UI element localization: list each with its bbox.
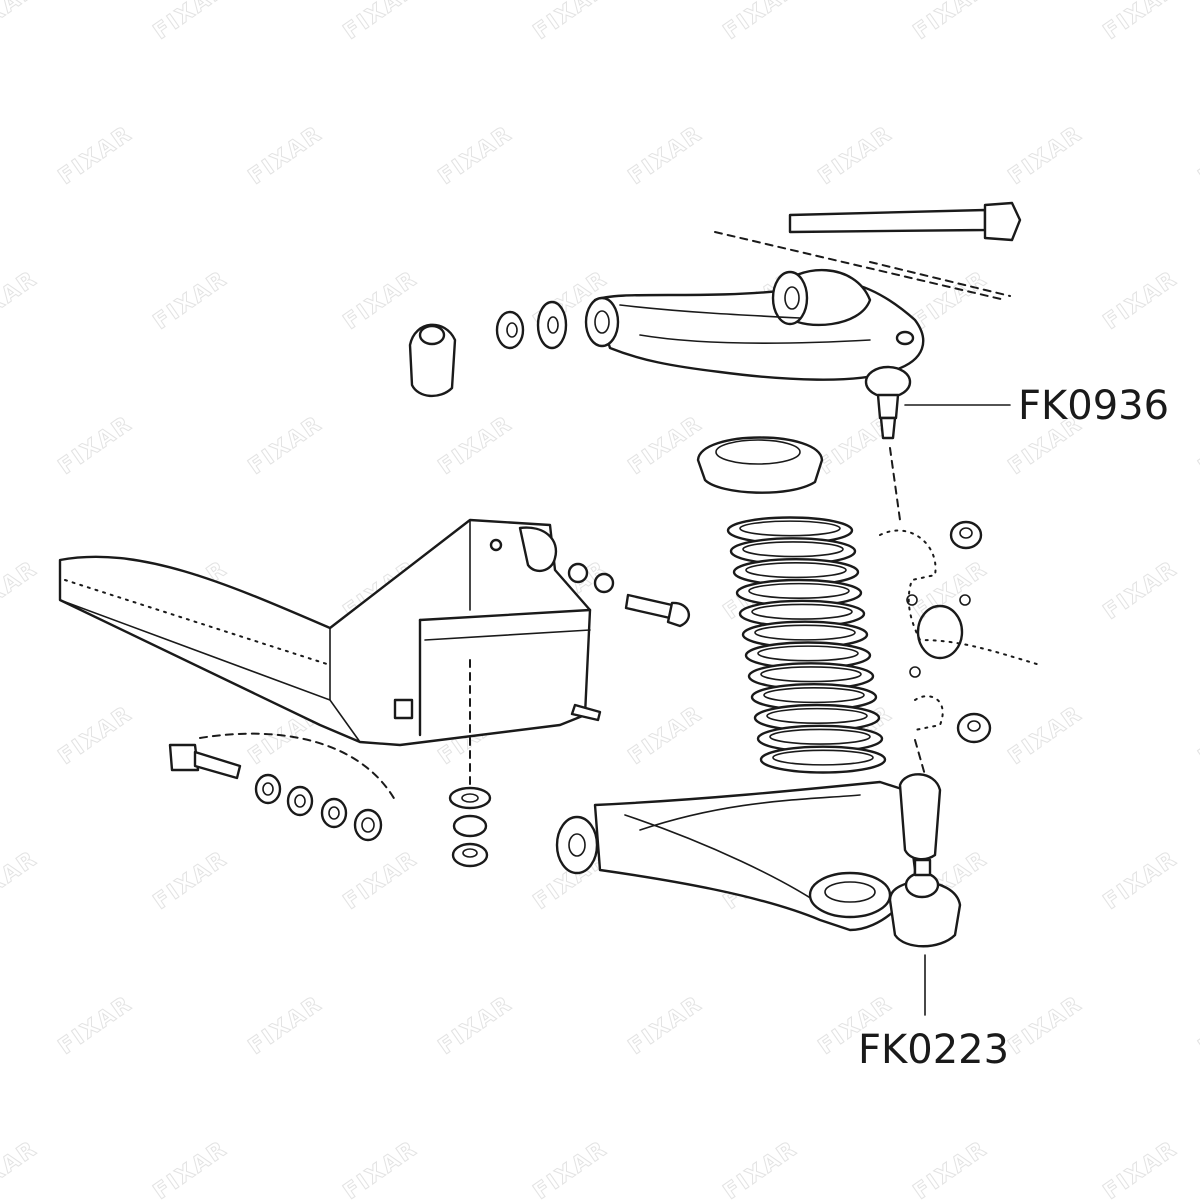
spring-coil-inner [769,728,871,745]
spring-coil-inner [757,645,859,662]
watermark-text: FIXAR [719,0,802,45]
upper-arm-bolt [714,201,1022,301]
watermark-text: FIXAR [909,556,992,625]
watermark-text: FIXAR [54,991,137,1060]
spring-coil-inner [745,561,847,579]
spring-coil-inner [754,624,856,641]
watermark-text: FIXAR [1099,0,1182,45]
watermark-text: FIXAR [54,121,137,190]
watermark-text: FIXAR [719,1136,802,1200]
watermark-text: FIXAR [1194,411,1200,480]
watermark-text: FIXAR [149,0,232,45]
watermark-text: FIXAR [909,1136,992,1200]
upper-arm-bushing-parts [408,300,568,398]
watermark-text: FIXAR [244,121,327,190]
watermark-text: FIXAR [339,1136,422,1200]
spring-coil-inner [772,749,874,766]
steering-knuckle [879,520,1041,776]
part-label-lower-ball-joint: FK0223 [858,1027,1010,1073]
watermark-text: FIXAR [434,411,517,480]
watermark-text: FIXAR [339,846,422,915]
coil-spring [726,516,887,774]
watermark-text: FIXAR [54,411,137,480]
spring-coil-inner [766,707,868,725]
watermark-text: FIXAR [1099,556,1182,625]
spring-coil-inner [739,520,841,537]
lower-control-arm [555,773,942,932]
spring-coil-inner [742,541,844,558]
watermark-text: FIXAR [909,0,992,45]
frame-crossmember [58,518,602,747]
watermark-text: FIXAR [1194,121,1200,190]
watermark-text: FIXAR [1099,266,1182,335]
watermark-text: FIXAR [339,266,422,335]
watermark-text: FIXAR [0,846,42,915]
spring-coil-inner [748,582,850,600]
watermark-text: FIXAR [529,1136,612,1200]
lower-ball-joint [888,858,962,1016]
watermark-text: FIXAR [814,121,897,190]
watermark-text: FIXAR [1099,846,1182,915]
frame-stud-hardware [448,659,492,868]
watermark-text: FIXAR [244,991,327,1060]
watermark-text: FIXAR [434,121,517,190]
watermark-text: FIXAR [1004,701,1087,770]
watermark-text: FIXAR [0,1136,42,1200]
lower-arm-bolt [168,732,396,842]
watermark-text: FIXAR [149,1136,232,1200]
watermark-text: FIXAR [149,846,232,915]
spring-coil-inner [760,666,862,683]
watermark-text: FIXAR [339,0,422,45]
watermark-text: FIXAR [624,411,707,480]
spring-coil-turn [759,745,887,774]
watermark-text: FIXAR [0,266,42,335]
watermark-text: FIXAR [149,266,232,335]
watermark-text: FIXAR [624,121,707,190]
watermark-text: FIXAR [1194,701,1200,770]
watermark-text: FIXAR [1004,991,1087,1060]
upper-ball-joint [864,365,1011,521]
spring-seat-insulator [696,436,824,494]
watermark-text: FIXAR [54,701,137,770]
watermark-text: FIXAR [244,411,327,480]
watermark-text: FIXAR [1004,121,1087,190]
watermark-text: FIXAR [0,0,42,45]
watermark-text: FIXAR [1099,1136,1182,1200]
watermark-text: FIXAR [624,991,707,1060]
spring-coil-inner [751,603,853,620]
frame-bolt-upper [567,562,690,628]
part-label-upper-ball-joint: FK0936 [1018,383,1170,429]
watermark-text: FIXAR [909,266,992,335]
watermark-text: FIXAR [0,556,42,625]
upper-control-arm [584,269,925,381]
spring-coil-inner [763,686,865,704]
watermark-text: FIXAR [624,701,707,770]
watermark-text: FIXAR [529,0,612,45]
watermark-text: FIXAR [434,991,517,1060]
watermark-text: FIXAR [1194,991,1200,1060]
